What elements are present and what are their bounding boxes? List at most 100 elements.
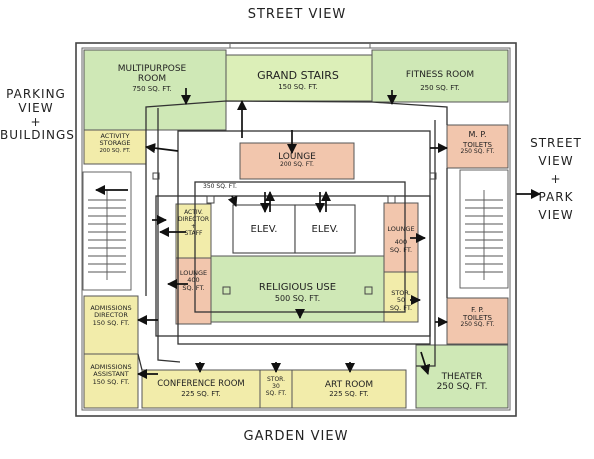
conference-label: CONFERENCE ROOM 225 SQ. FT. [142, 379, 260, 398]
building-inner-wall [81, 47, 511, 411]
elev-1-label: ELEV. [250, 224, 278, 235]
admissions-assistant-label: ADMISSIONS ASSISTANT 150 SQ. FT. [84, 363, 138, 386]
lounge-left-name-3: SQ. FT. [182, 283, 205, 292]
multipurpose-name-1: MULTIPURPOSE [117, 64, 187, 74]
stor-bottom-label: STOR. 30 SQ. FT. [260, 376, 292, 398]
activity-storage-name-1: ACTIVITY [100, 132, 130, 140]
theater-label: THEATER 250 SQ. FT. [416, 372, 508, 393]
admissions-assistant-room [83, 353, 139, 409]
view-north-label: STREET VIEW [247, 7, 347, 22]
view-west-line-1: PARKING [6, 87, 66, 101]
corridor-lines [137, 100, 448, 371]
mp-toilets-area: 250 SQ. FT. [460, 148, 495, 156]
lounge-right-label: LOUNGE 400 SQ. FT. [384, 225, 418, 254]
religious-name: RELIGIOUS USE [258, 282, 337, 293]
art-room [291, 369, 407, 409]
activ-director-name-4: STAFF [184, 229, 203, 237]
fitness-name: FITNESS ROOM [405, 70, 475, 80]
lounge-left-name-1: LOUNGE [179, 269, 208, 277]
stor-bottom-room [259, 369, 293, 409]
fp-toilets-room [446, 297, 509, 345]
stair-west [82, 171, 132, 291]
columns [152, 172, 437, 295]
admissions-director-label: ADMISSIONS DIRECTOR 150 SQ. FT. [84, 304, 138, 327]
mp-toilets-name-1: M. P. [468, 130, 487, 139]
fp-toilets-name-2: TOILETS [463, 314, 492, 323]
admissions-director-area: 150 SQ. FT. [92, 318, 130, 327]
admissions-assistant-name-1: ADMISSIONS [90, 363, 132, 371]
admissions-assistant-area: 150 SQ. FT. [92, 377, 130, 386]
stor-right-label: STOR. 50 SQ. FT. [384, 289, 418, 312]
activ-director-name-2: DIRECTOR [177, 215, 210, 223]
art-label: ART ROOM 225 SQ. FT. [292, 380, 406, 398]
stor-right-name-2: 50 [396, 296, 406, 305]
multipurpose-area: 750 SQ. FT. [132, 84, 172, 93]
activity-storage-area: 200 SQ. FT. [99, 147, 131, 154]
activity-storage-name-2: STORAGE [99, 139, 131, 148]
admissions-director-name-2: DIRECTOR [94, 311, 128, 320]
activ-director-name-1: ACTIV. [184, 209, 203, 216]
stor-bottom-name-3: SQ. FT. [265, 389, 287, 397]
stair-east [459, 169, 509, 289]
religious-area: 500 SQ. FT. [274, 293, 321, 303]
view-east-line-5: VIEW [538, 208, 574, 222]
view-south-label: GARDEN VIEW [243, 429, 349, 444]
theater-area: 250 SQ. FT. [436, 382, 488, 393]
view-west-line-2: VIEW [18, 100, 54, 115]
religious-label: RELIGIOUS USE 500 SQ. FT. [211, 282, 384, 303]
lounge-left-label: LOUNGE 400 SQ. FT. [176, 269, 211, 292]
fp-toilets-name-1: F. P. [471, 306, 484, 314]
view-east-line-4: PARK [538, 190, 574, 204]
view-west-line-4: BUILDINGS [0, 128, 75, 143]
lounge-left-name-2: 400 [187, 276, 200, 285]
view-east-line-1: STREET [530, 136, 582, 150]
lounge-right-name-1: LOUNGE [387, 225, 415, 233]
multipurpose-name-2: ROOM [137, 74, 167, 85]
lounge-left-room [175, 257, 212, 325]
multipurpose-label: MULTIPURPOSE ROOM 750 SQ. FT. [96, 64, 208, 93]
activ-director-label: ACTIV. DIRECTOR + STAFF [176, 209, 211, 238]
art-area: 225 SQ. FT. [329, 390, 369, 399]
stor-right-name-3: SQ. FT. [389, 303, 413, 312]
fp-toilets-label: F. P. TOILETS 250 SQ. FT. [447, 306, 508, 329]
view-east-label: STREET VIEW + PARK VIEW [520, 134, 592, 224]
theater-name: THEATER [441, 372, 483, 382]
activ-director-name-3: + [190, 222, 197, 230]
activity-storage-room [83, 129, 147, 165]
lounge-right-name-3: SQ. FT. [389, 245, 413, 254]
theater-room [415, 344, 509, 409]
building-outer-wall [75, 42, 517, 417]
view-east-line-2: VIEW [538, 154, 574, 168]
activity-storage-label: ACTIVITY STORAGE 200 SQ. FT. [84, 132, 146, 154]
mp-toilets-label: M. P. TOILETS 250 SQ. FT. [447, 130, 508, 156]
mp-toilets-room [446, 124, 509, 169]
fp-toilets-area: 250 SQ. FT. [460, 321, 495, 329]
conference-name: CONFERENCE ROOM [157, 379, 245, 389]
grand-stairs-area: 150 SQ. FT. [278, 82, 318, 91]
view-west-line-3: + [30, 114, 42, 129]
fitness-area: 250 SQ. FT. [420, 84, 460, 93]
grand-stairs-label: GRAND STAIRS 150 SQ. FT. [228, 69, 368, 91]
fitness-room [371, 49, 509, 103]
stor-right-name-1: STOR. [391, 289, 411, 297]
lounge-top-label: LOUNGE 200 SQ. FT. [240, 152, 354, 169]
fitness-label: FITNESS ROOM 250 SQ. FT. [380, 70, 500, 92]
stor-bottom-name-2: 30 [272, 382, 280, 390]
art-name: ART ROOM [324, 380, 374, 390]
view-east-line-3: + [550, 172, 562, 186]
view-west-label: PARKING VIEW + BUILDINGS [0, 87, 75, 143]
room-fills [83, 49, 509, 409]
admissions-assistant-name-2: ASSISTANT [93, 370, 129, 379]
conference-area: 225 SQ. FT. [181, 389, 221, 398]
admissions-director-name-1: ADMISSIONS [90, 304, 132, 312]
corridor-area-label: 350 SQ. FT. [203, 183, 237, 190]
grand-stairs-name: GRAND STAIRS [257, 69, 339, 82]
lounge-top-name: LOUNGE [278, 152, 316, 162]
stor-bottom-name-1: STOR. [266, 376, 286, 383]
multipurpose-room [83, 49, 227, 131]
elev-2-label: ELEV. [311, 224, 339, 235]
lounge-top-area: 200 SQ. FT. [280, 161, 314, 169]
admissions-director-room [83, 295, 139, 355]
lounge-right-name-2: 400 [394, 238, 408, 247]
